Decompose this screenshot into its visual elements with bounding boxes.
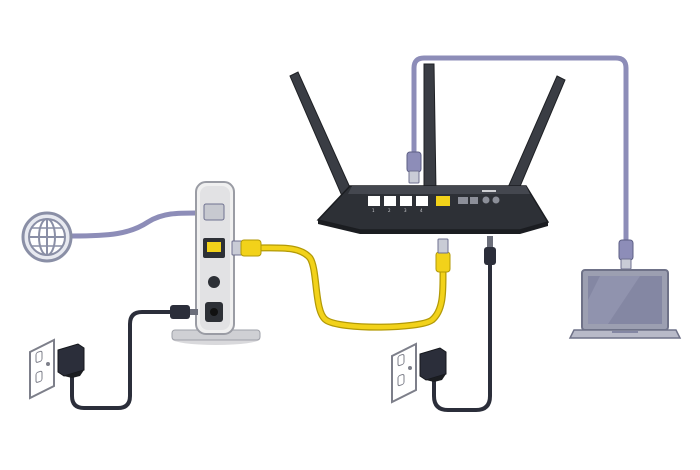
router-power-switch [482, 196, 490, 204]
ethernet-connector [618, 239, 634, 270]
power-cable [70, 310, 182, 410]
ethernet-connector [231, 239, 262, 257]
power-plug [484, 236, 496, 265]
port-label: 2 [388, 208, 391, 213]
wall-outlet [29, 338, 55, 400]
port-label: 4 [420, 208, 423, 213]
router-usb-port [470, 197, 478, 204]
router-lan-ports [368, 196, 428, 206]
router-antenna [505, 75, 566, 197]
laptop-base [568, 329, 682, 339]
router-antenna [289, 71, 353, 197]
cable-modem [171, 181, 261, 345]
wifi-router: 1 2 3 4 [289, 63, 566, 234]
port-label: 1 [372, 208, 375, 213]
coax-cable [69, 210, 208, 239]
laptop [568, 269, 682, 339]
router-usb-port [458, 197, 468, 204]
ethernet-cable [251, 244, 447, 331]
power-adapter [57, 343, 85, 378]
ethernet-connector [406, 151, 422, 184]
power-plug [170, 305, 198, 319]
globe-icon [21, 211, 73, 263]
power-adapter [419, 347, 447, 382]
lan-cable [411, 55, 629, 251]
router-power-port [492, 196, 500, 204]
router-port-labels: 1 2 3 4 [372, 208, 423, 213]
wall-outlet [391, 342, 417, 404]
power-cable [432, 260, 492, 412]
ethernet-connector [435, 238, 451, 273]
modem-power-button [208, 276, 220, 288]
modem-coax-port [203, 203, 225, 221]
router-antenna [423, 63, 437, 193]
port-label: 3 [404, 208, 407, 213]
router-wan-port [436, 196, 450, 206]
